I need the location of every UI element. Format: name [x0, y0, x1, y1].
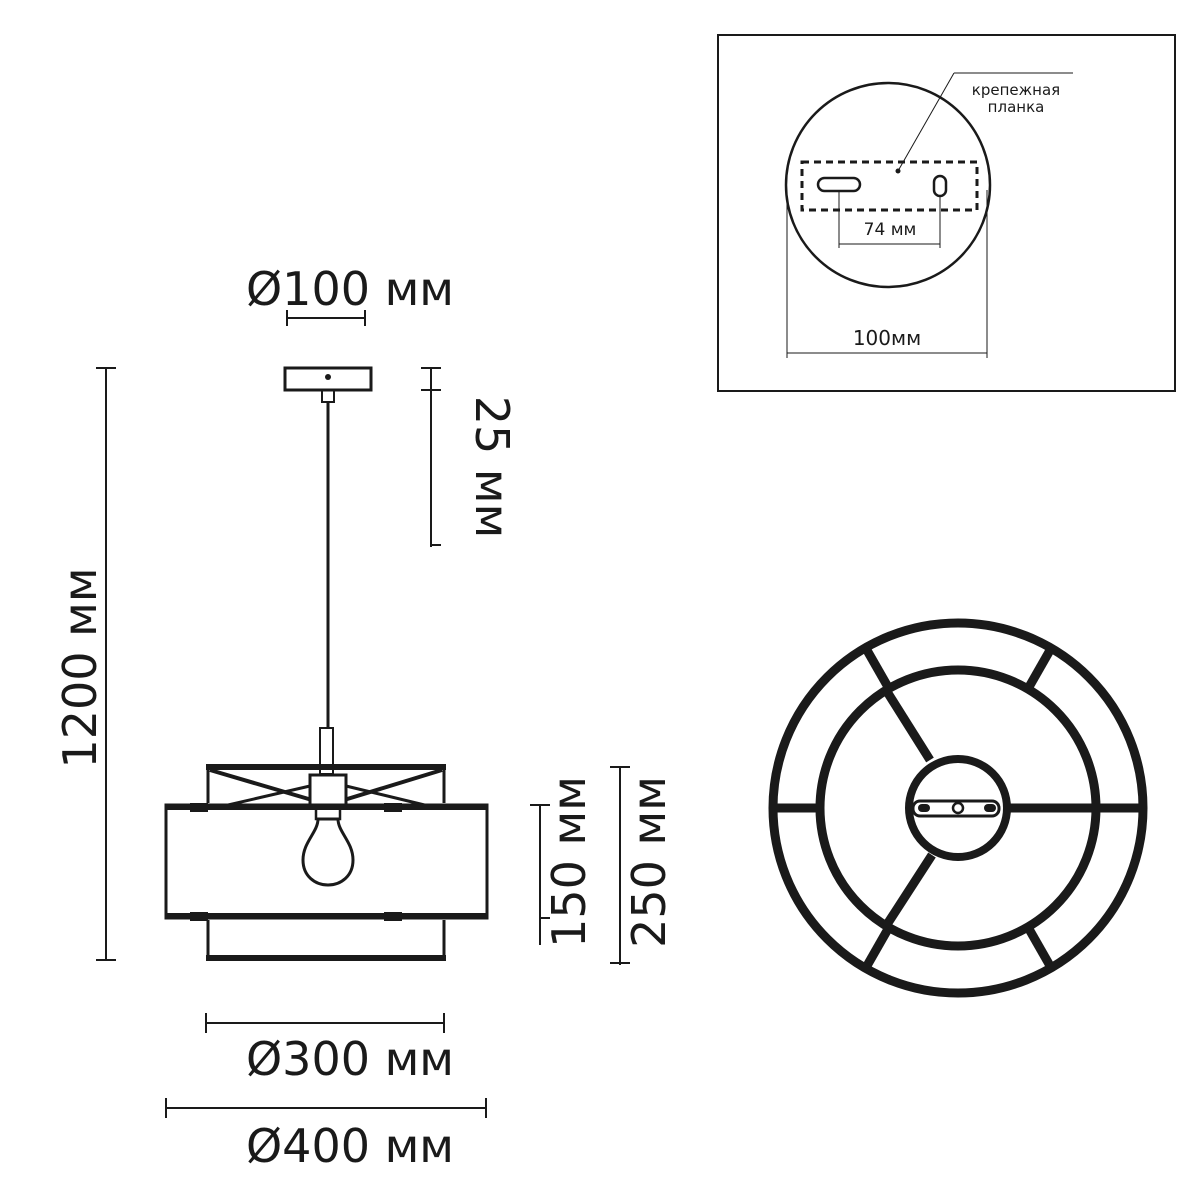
hub-bracket-hole-center [951, 801, 965, 815]
outer-ring-clip-tr [384, 803, 402, 812]
cord-connector-top [321, 389, 335, 403]
hub-spoke-1 [882, 687, 934, 763]
dim-inner-shade-height: 150 мм [530, 776, 596, 948]
dim-total-height: 1200 мм [53, 367, 116, 961]
dim-canopy-height: 25 мм [421, 367, 519, 547]
outer-ring-clip-bl [190, 912, 208, 921]
bracket-label-line1: крепежная [972, 81, 1060, 99]
ring-spoke-6 [1025, 926, 1057, 974]
bracket-label-line2: планка [988, 98, 1045, 116]
outer-diameter-label: Ø400 мм [246, 1119, 454, 1173]
dim-outer-shade-height: 250 мм [610, 766, 676, 965]
side-view [164, 366, 489, 961]
hole-spacing-label: 74 мм [864, 220, 917, 240]
light-bulb [301, 817, 355, 887]
outer-ring-clip-tl [190, 803, 208, 812]
dim-canopy-diameter: Ø100 мм [246, 262, 454, 326]
ring-spoke-5 [860, 926, 892, 974]
hub-bracket-slot-right [984, 804, 996, 812]
canopy-diameter-label: Ø100 мм [246, 262, 454, 316]
canopy-height-label: 25 мм [465, 396, 519, 539]
bracket-slot-left [816, 176, 862, 193]
ring-spoke-2 [1025, 642, 1057, 690]
outer-shade-height-label: 250 мм [622, 776, 676, 948]
bracket-slot-right [932, 174, 948, 198]
bracket-leader-line [897, 72, 955, 172]
top-view [768, 618, 1148, 998]
mounting-bracket-outline [800, 160, 979, 212]
total-height-label: 1200 мм [53, 567, 107, 768]
dim-inner-diameter: Ø300 мм [205, 1013, 454, 1086]
inset-frame [717, 34, 1176, 392]
lamp-socket [308, 773, 348, 809]
canopy-top-view [784, 81, 992, 289]
spoke-left [209, 768, 313, 802]
dim-outer-diameter: Ø400 мм [165, 1098, 487, 1173]
outer-ring-clip-br [384, 912, 402, 921]
hub-bracket-slot-left [918, 804, 930, 812]
plate-width-label: 100мм [853, 326, 921, 350]
hub-spoke-2 [882, 852, 936, 929]
inner-shade-height-label: 150 мм [542, 776, 596, 948]
ring-spoke-1 [860, 642, 892, 690]
inner-diameter-label: Ø300 мм [246, 1032, 454, 1086]
inset-panel: крепежная планка 74 мм 100мм [717, 34, 1176, 392]
canopy-screw [325, 374, 331, 380]
spoke-right [343, 768, 443, 802]
